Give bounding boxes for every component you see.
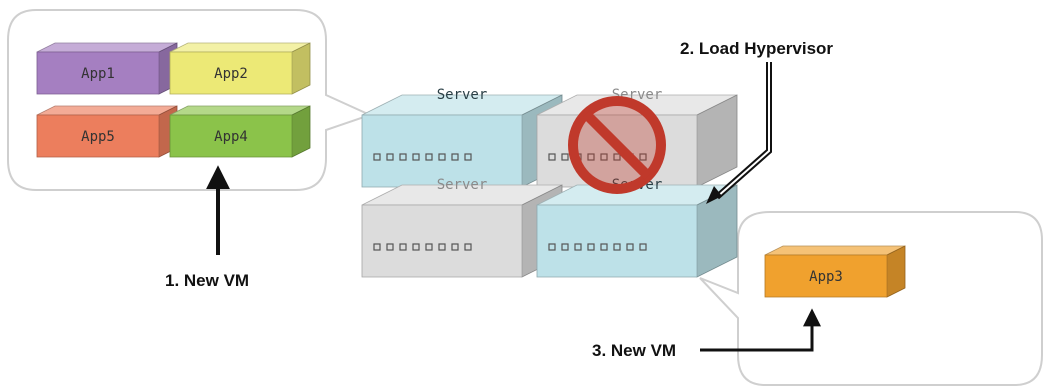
- server-port: [613, 243, 621, 251]
- server-port: [600, 243, 608, 251]
- app-app2-top: [169, 42, 311, 53]
- label-load-hypervisor: 2. Load Hypervisor: [680, 39, 833, 58]
- app-app4-top: [169, 105, 311, 116]
- app-label-app4: App4: [214, 129, 248, 145]
- app-app3-top: [764, 245, 906, 256]
- app-app2-front: [169, 51, 293, 95]
- app-app1-front: [36, 51, 160, 95]
- server-s3-front: [361, 204, 523, 278]
- callout-bubble-app3: [699, 211, 1043, 386]
- server-port: [639, 153, 647, 161]
- server-port: [438, 153, 446, 161]
- server-port: [451, 243, 459, 251]
- server-port: [373, 243, 381, 251]
- server-port: [626, 243, 634, 251]
- server-port: [412, 243, 420, 251]
- app-block-app4: App4: [169, 105, 311, 158]
- server-port: [600, 153, 608, 161]
- server-port: [399, 153, 407, 161]
- no-entry-icon: [568, 96, 666, 194]
- app-app3-front: [764, 254, 888, 298]
- app-label-app5: App5: [81, 129, 115, 145]
- server-port: [464, 153, 472, 161]
- app-app5-top: [36, 105, 178, 116]
- server-port: [412, 153, 420, 161]
- app-block-app2: App2: [169, 42, 311, 95]
- server-port: [561, 153, 569, 161]
- server-port: [574, 243, 582, 251]
- server-label-s3: Server: [437, 177, 488, 193]
- server-port: [548, 243, 556, 251]
- server-port: [639, 243, 647, 251]
- app-label-app2: App2: [214, 66, 248, 82]
- app-app3-side: [886, 245, 906, 298]
- label-new-vm-3: 3. New VM: [592, 341, 676, 360]
- app-block-app5: App5: [36, 105, 178, 158]
- server-port: [399, 243, 407, 251]
- app-label-app3: App3: [809, 269, 843, 285]
- app-app4-front: [169, 114, 293, 158]
- server-3: Server: [361, 177, 563, 278]
- app-app5-front: [36, 114, 160, 158]
- server-port: [587, 153, 595, 161]
- app-app1-top: [36, 42, 178, 53]
- server-4: Server: [536, 177, 738, 278]
- server-label-s1: Server: [437, 87, 488, 103]
- app-block-app3: App3: [764, 245, 906, 298]
- server-port: [373, 153, 381, 161]
- server-port: [451, 153, 459, 161]
- server-port: [425, 153, 433, 161]
- server-port: [613, 153, 621, 161]
- app-block-app1: App1: [36, 42, 178, 95]
- server-port: [438, 243, 446, 251]
- server-s4-front: [536, 204, 698, 278]
- server-port: [561, 243, 569, 251]
- server-port: [587, 243, 595, 251]
- label-new-vm-1: 1. New VM: [165, 271, 249, 290]
- server-port: [386, 243, 394, 251]
- server-1: Server: [361, 87, 563, 188]
- callout-bubble-apps: [7, 9, 373, 191]
- arrow-new-vm-3: [700, 308, 821, 352]
- server-port: [386, 153, 394, 161]
- server-port: [425, 243, 433, 251]
- server-port: [464, 243, 472, 251]
- app-app4-side: [291, 105, 311, 158]
- app-label-app1: App1: [81, 66, 115, 82]
- arrow-load-hypervisor: [706, 62, 772, 204]
- server-port: [548, 153, 556, 161]
- app-app2-side: [291, 42, 311, 95]
